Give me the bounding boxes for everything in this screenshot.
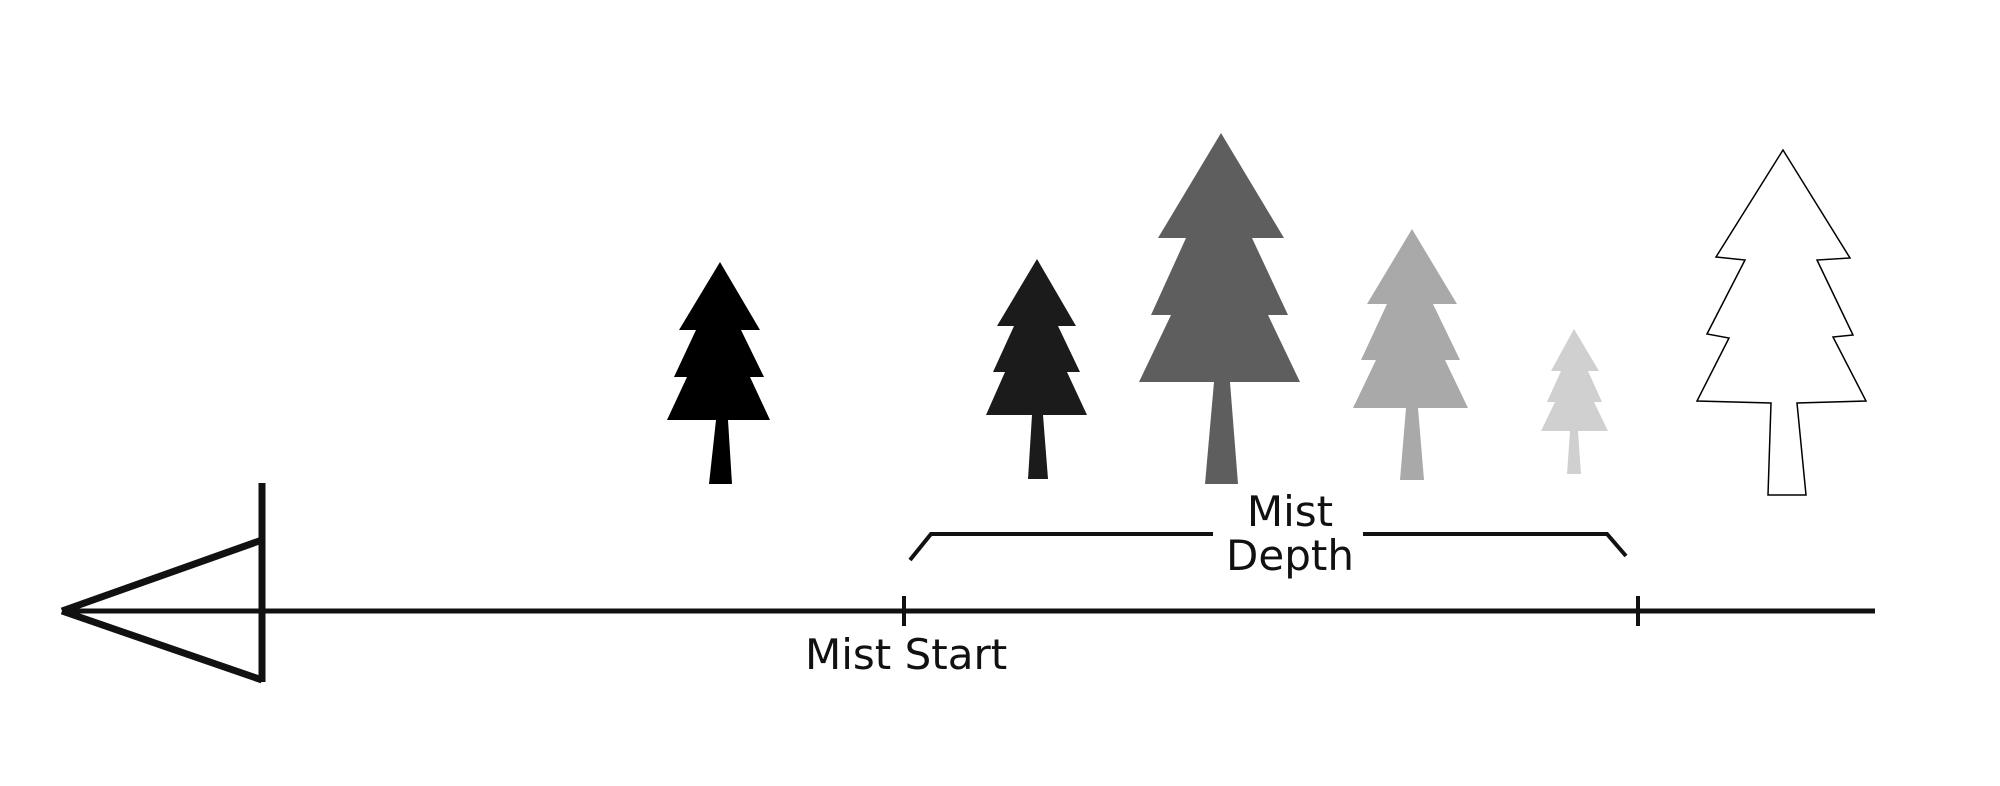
tree-1	[667, 262, 770, 484]
tree-3	[1139, 133, 1300, 484]
mist-depth-label-line1: Mist	[1246, 487, 1334, 536]
tree-4	[1353, 229, 1468, 480]
tree-6	[1695, 148, 1868, 496]
mist-depth-label-line2: Depth	[1226, 531, 1354, 580]
tree-5	[1541, 329, 1608, 474]
tree-2	[986, 259, 1087, 479]
camera-icon	[60, 483, 266, 684]
mist-depth-label: Mist Depth	[1190, 490, 1390, 578]
mist-depth-bracket	[908, 532, 1628, 562]
mist-start-label: Mist Start	[805, 630, 1008, 679]
